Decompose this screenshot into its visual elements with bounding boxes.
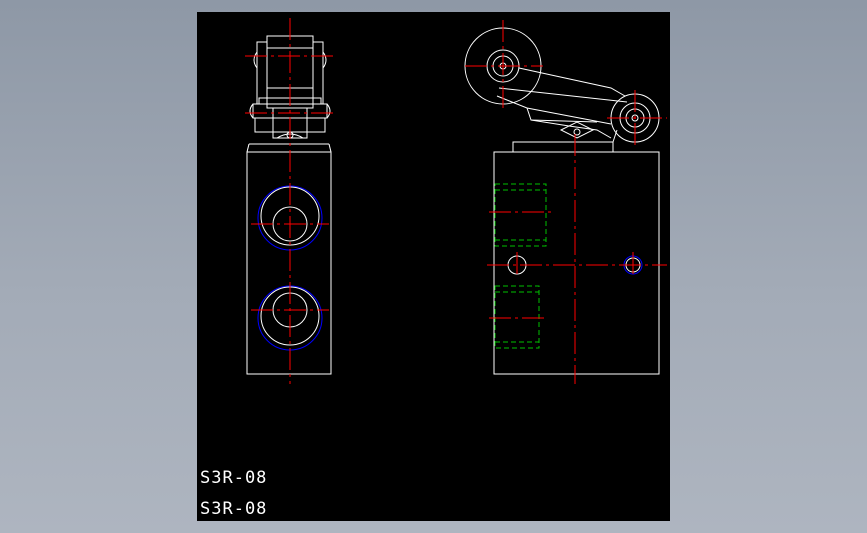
side-hidden-ports <box>494 183 547 349</box>
side-roller-lever <box>464 27 660 143</box>
front-centerlines <box>245 18 335 384</box>
front-valve-body <box>246 151 332 375</box>
side-hidden-port-lower <box>494 285 540 349</box>
cad-drawing-canvas: S3R-08 S3R-08 <box>197 12 670 521</box>
cad-drawing <box>245 18 667 384</box>
side-view <box>464 20 667 384</box>
front-view <box>245 18 335 384</box>
drawing-label-1: S3R-08 <box>200 468 268 488</box>
drawing-label-2: S3R-08 <box>200 499 268 519</box>
side-centerlines <box>465 20 667 384</box>
side-valve-body <box>493 151 660 375</box>
side-hidden-port-upper <box>494 183 547 247</box>
